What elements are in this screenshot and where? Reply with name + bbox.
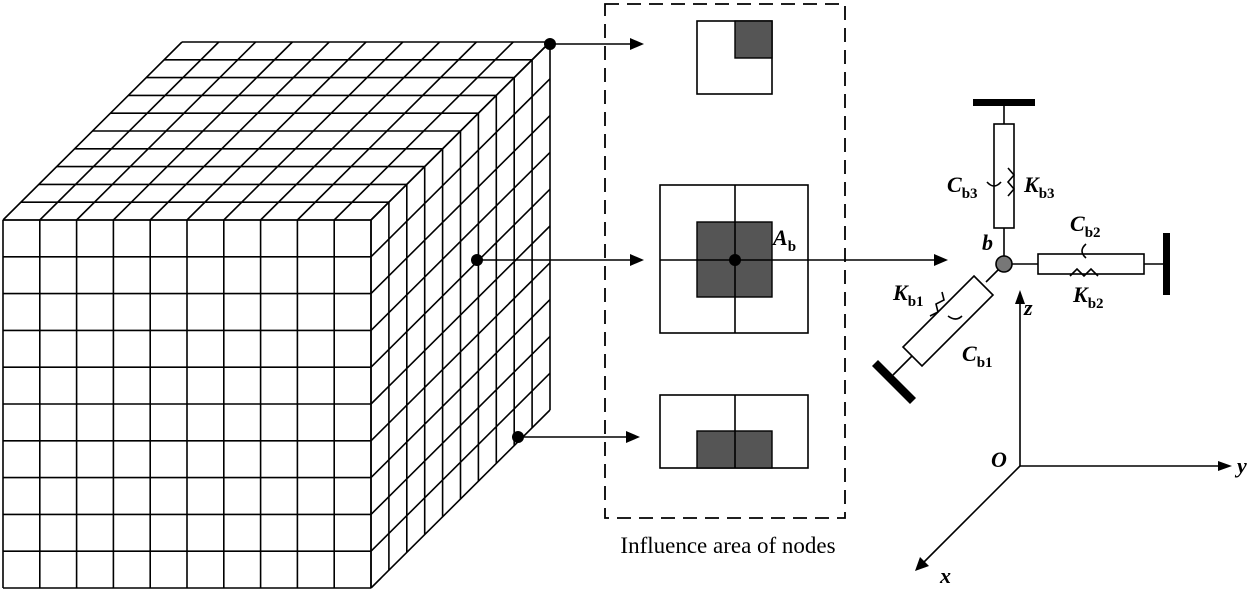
axis-x-label: x (939, 563, 951, 588)
label-cb2: Cb2 (1070, 211, 1101, 241)
interior-influence-panel: Ab (659, 184, 809, 334)
node-b-ball (995, 255, 1013, 273)
area-label: Ab (771, 225, 796, 255)
label-cb3: Cb3 (947, 172, 978, 202)
label-kb2: Kb2 (1072, 282, 1104, 312)
side-grid-line (370, 299, 551, 479)
label-kb1: Kb1 (892, 280, 924, 310)
axis-origin-label: O (991, 447, 1007, 472)
side-grid-line (370, 372, 551, 552)
finite-element-cube (2, 41, 551, 589)
top-grid-line (296, 41, 477, 221)
edge-influence-panel (659, 394, 809, 469)
influence-area-frame (604, 3, 846, 519)
ground-right (1163, 233, 1170, 295)
coordinate-axes (915, 290, 1232, 571)
interior-node-dot (729, 254, 741, 266)
node-b-label: b (982, 230, 993, 255)
axis-z-label: z (1023, 295, 1033, 320)
influence-caption: Influence area of nodes (620, 533, 835, 558)
ground-top (973, 99, 1035, 106)
label-kb3: Kb3 (1023, 172, 1055, 202)
axis-y-label: y (1234, 453, 1247, 478)
corner-influence-panel (696, 20, 773, 95)
top-grid-line (260, 41, 441, 221)
side-grid-line (370, 262, 551, 442)
label-cb1: Cb1 (962, 341, 993, 371)
side-grid-line (370, 335, 551, 515)
top-grid-line (223, 41, 404, 221)
top-grid-line (333, 41, 514, 221)
corner-influence-area (734, 20, 773, 59)
ground-diagonal (872, 360, 916, 404)
spring-damper-system (872, 99, 1170, 404)
